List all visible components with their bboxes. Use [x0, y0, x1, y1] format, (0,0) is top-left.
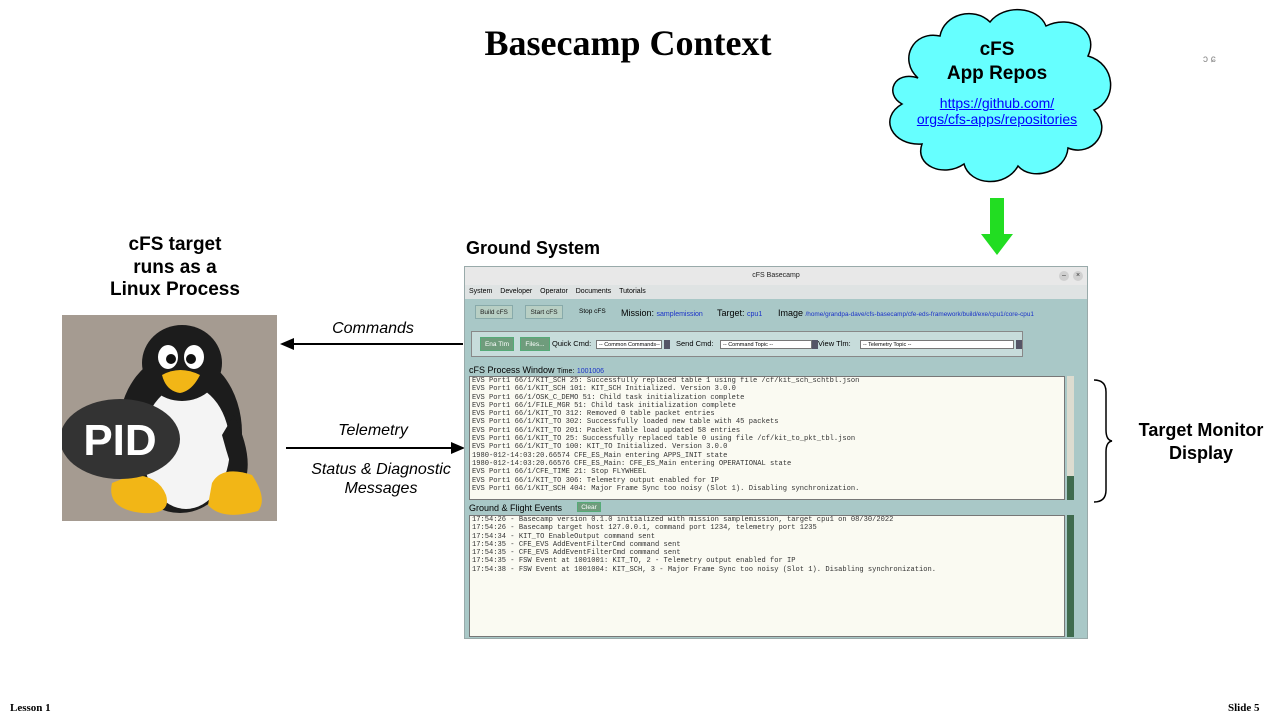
- mission-value: samplemission: [656, 311, 703, 318]
- cloud-title-line2: App Repos: [946, 63, 1048, 84]
- events-log-line: 17:54:34 - KIT_TO EnableOutput command s…: [472, 532, 656, 541]
- commands-label: Commands: [332, 320, 414, 337]
- footer-slide: Slide 5: [1228, 702, 1260, 714]
- slide-title: Basecamp Context: [484, 23, 772, 63]
- process-log-line: 1980-012-14:03:20.66576 CFE_ES_Main: CFE…: [472, 459, 792, 468]
- start-cfs-button[interactable]: Start cFS: [525, 305, 563, 319]
- minimize-icon[interactable]: –: [1059, 271, 1069, 281]
- target-monitor-line2: Display: [1168, 443, 1234, 463]
- process-log-line: EVS Port1 66/1/KIT_TO 312: Removed 0 tab…: [472, 410, 715, 419]
- menu-developer[interactable]: Developer: [500, 288, 533, 295]
- commands-arrow: [280, 338, 463, 350]
- send-cmd-dropdown-icon[interactable]: [812, 340, 818, 349]
- target-label-line1: cFS target: [128, 234, 222, 255]
- process-log-line: EVS Port1 66/1/KIT_TO 100: KIT_TO Initia…: [472, 443, 728, 452]
- linux-process-image: PID: [60, 315, 277, 521]
- process-log-line: EVS Port1 66/1/KIT_TO 25: Successfully r…: [472, 435, 856, 444]
- image-path: /home/grandpa-dave/cfs-basecamp/cfe-eds-…: [805, 311, 1034, 318]
- events-label: Ground & Flight Events: [469, 503, 563, 513]
- status-messages-label: Status & Diagnostic Messages: [296, 460, 466, 498]
- brace-icon: [1093, 379, 1113, 503]
- basecamp-window: cFS Basecamp – × System Developer Operat…: [464, 266, 1088, 639]
- status-line2: Messages: [344, 480, 418, 497]
- events-log-line: 17:54:38 - FSW Event at 1001004: KIT_SCH…: [472, 565, 937, 574]
- process-log-line: EVS Port1 66/1/CFE_TIME 21: Stop FLYWHEE…: [472, 468, 647, 477]
- process-log-line: EVS Port1 66/1/KIT_TO 306: Telemetry out…: [472, 476, 719, 485]
- quick-cmd-label: Quick Cmd:: [552, 339, 592, 348]
- stop-cfs-button[interactable]: Stop cFS: [579, 308, 606, 315]
- image-info: Image /home/grandpa-dave/cfs-basecamp/cf…: [778, 307, 1034, 321]
- time-label: Time:: [557, 368, 575, 375]
- process-scroll-thumb[interactable]: [1067, 476, 1074, 500]
- pid-label: PID: [83, 416, 156, 465]
- green-down-arrow: [981, 198, 1013, 255]
- process-window-header: cFS Process Window Time: 1001006: [469, 365, 604, 375]
- target-label-line3: Linux Process: [110, 279, 240, 300]
- clear-button[interactable]: Clear: [577, 502, 601, 512]
- cloud-title: cFS App Repos: [882, 38, 1112, 86]
- process-log-line: EVS Port1 66/1/OSK_C_DEMO 51: Child task…: [472, 393, 745, 402]
- window-title: cFS Basecamp: [465, 267, 1087, 285]
- process-log-line: EVS Port1 66/1/KIT_SCH 25: Successfully …: [472, 377, 860, 385]
- ena-tlm-button[interactable]: Ena Tlm: [480, 337, 514, 351]
- quick-cmd-select[interactable]: -- Common Commands--: [596, 340, 662, 349]
- target-monitor-label: Target Monitor Display: [1130, 419, 1272, 465]
- send-cmd-label: Send Cmd:: [676, 339, 714, 348]
- status-line1: Status & Diagnostic: [311, 461, 451, 478]
- mission-info: Mission: samplemission: [621, 307, 703, 321]
- events-log-line: 17:54:26 - Basecamp version 0.1.0 initia…: [472, 516, 894, 524]
- menu-documents[interactable]: Documents: [575, 288, 612, 295]
- events-scrollbar[interactable]: [1067, 515, 1074, 637]
- events-log-line: 17:54:26 - Basecamp target host 127.0.0.…: [472, 524, 817, 533]
- files-button[interactable]: Files...: [520, 337, 550, 351]
- process-log-line: EVS Port1 66/1/FILE_MGR 51: Child task i…: [472, 401, 736, 410]
- time-value: 1001006: [576, 368, 605, 375]
- target-label-line2: runs as a: [133, 256, 217, 278]
- ground-system-label: Ground System: [466, 238, 601, 258]
- mission-label: Mission:: [621, 308, 655, 318]
- cloud-title-line1: cFS: [979, 39, 1015, 60]
- process-log[interactable]: EVS Port1 66/1/KIT_SCH 25: Successfully …: [469, 376, 1065, 500]
- process-window-label: cFS Process Window: [469, 365, 555, 375]
- close-icon[interactable]: ×: [1073, 271, 1083, 281]
- target-label: cFS target runs as a Linux Process: [100, 234, 250, 302]
- events-log-line: 17:54:35 - CFE_EVS AddEventFilterCmd com…: [472, 549, 681, 558]
- target-label-win: Target:: [717, 308, 745, 318]
- menu-tutorials[interactable]: Tutorials: [619, 288, 646, 295]
- image-label: Image: [778, 308, 804, 318]
- tux-icon: PID: [60, 325, 262, 515]
- process-scrollbar[interactable]: [1067, 376, 1074, 500]
- telemetry-arrow: [286, 442, 465, 454]
- command-panel: Ena Tlm Files... Quick Cmd: -- Common Co…: [471, 331, 1023, 357]
- telemetry-label: Telemetry: [338, 422, 408, 439]
- repo-link-line1[interactable]: https://github.com/: [939, 95, 1055, 111]
- repo-link[interactable]: https://github.com/ orgs/cfs-apps/reposi…: [882, 95, 1112, 127]
- quick-cmd-dropdown-icon[interactable]: [664, 340, 670, 349]
- process-log-line: 1980-012-14:03:20.66574 CFE_ES_Main ente…: [472, 451, 728, 460]
- menu-system[interactable]: System: [469, 288, 493, 295]
- menu-bar: System Developer Operator Documents Tuto…: [465, 285, 1087, 299]
- target-monitor-line1: Target Monitor: [1138, 420, 1264, 440]
- repo-link-line2[interactable]: orgs/cfs-apps/repositories: [916, 111, 1078, 127]
- footer-lesson: Lesson 1: [10, 702, 51, 714]
- events-log-line: 17:54:35 - CFE_EVS AddEventFilterCmd com…: [472, 540, 681, 549]
- process-log-line: EVS Port1 66/1/KIT_SCH 404: Major Frame …: [472, 484, 860, 493]
- events-log[interactable]: 17:54:26 - Basecamp version 0.1.0 initia…: [469, 515, 1065, 637]
- send-cmd-select[interactable]: -- Command Topic --: [720, 340, 812, 349]
- cloud-shape: [889, 8, 1112, 183]
- process-log-line: EVS Port1 66/1/KIT_TO 201: Packet Table …: [472, 426, 741, 435]
- view-tlm-select[interactable]: -- Telemetry Topic --: [860, 340, 1014, 349]
- target-info: Target: cpu1: [717, 307, 762, 321]
- events-log-line: 17:54:35 - FSW Event at 1001001: KIT_TO,…: [472, 557, 796, 566]
- corner-mark: ɔ ɕ: [1203, 54, 1216, 65]
- process-log-line: EVS Port1 66/1/KIT_TO 302: Successfully …: [472, 418, 779, 427]
- view-tlm-label: View Tlm:: [818, 339, 851, 348]
- view-tlm-dropdown-icon[interactable]: [1016, 340, 1022, 349]
- process-log-line: EVS Port1 66/1/KIT_SCH 101: KIT_SCH Init…: [472, 385, 736, 394]
- target-value: cpu1: [747, 311, 763, 318]
- build-cfs-button[interactable]: Build cFS: [475, 305, 513, 319]
- menu-operator[interactable]: Operator: [540, 288, 568, 295]
